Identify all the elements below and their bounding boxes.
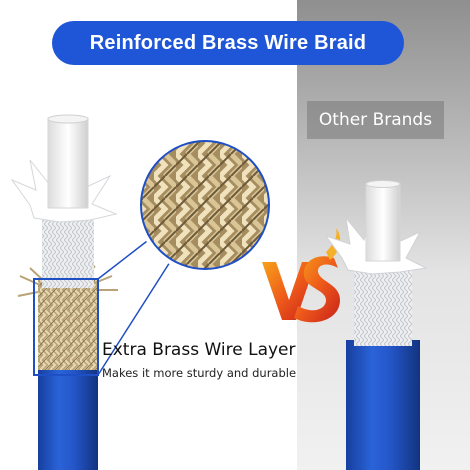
callout-subtitle: Makes it more sturdy and durable	[102, 366, 297, 380]
left-hose	[10, 114, 118, 470]
white-fiber-braid-other	[354, 260, 412, 346]
blue-outer-jacket-other	[346, 340, 420, 470]
blue-outer-jacket	[38, 360, 98, 470]
inner-tube-end-other	[365, 180, 401, 188]
inner-tube-end	[47, 114, 89, 124]
other-brands-label: Other Brands	[307, 101, 444, 139]
white-fiber-braid	[42, 210, 94, 288]
connector-line-bottom	[97, 261, 171, 376]
connector-line-top	[97, 237, 152, 280]
title-banner: Reinforced Brass Wire Braid	[52, 21, 404, 65]
vs-icon	[262, 228, 341, 323]
inner-tube	[47, 117, 89, 209]
brass-braid-layer	[38, 280, 98, 370]
callout-title: Extra Brass Wire Layer	[102, 340, 296, 360]
inner-tube-other	[365, 182, 401, 262]
right-hose	[324, 180, 428, 470]
braid-zoom-circle	[136, 136, 274, 274]
highlight-box	[33, 278, 99, 376]
